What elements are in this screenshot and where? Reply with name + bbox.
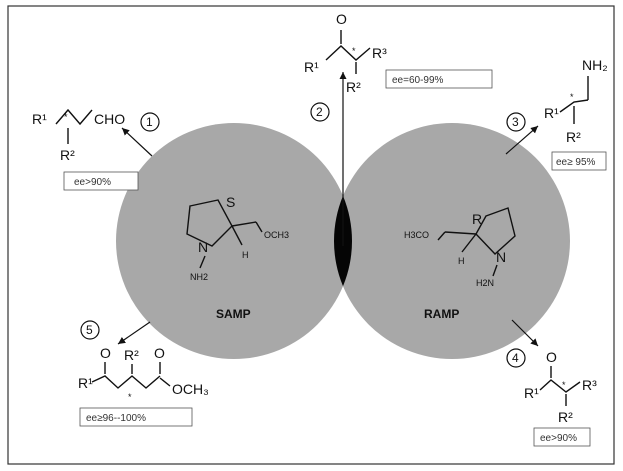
- ramp-h: H: [458, 256, 465, 266]
- step-3: 3 NH₂ R¹ R² * ee≥ 95%: [505, 57, 608, 171]
- svg-text:O: O: [336, 11, 347, 27]
- samp-label: SAMP: [216, 307, 251, 321]
- svg-text:R²: R²: [60, 147, 75, 163]
- svg-text:R³: R³: [582, 377, 597, 393]
- ramp-n-atom: N: [496, 249, 506, 265]
- svg-text:O: O: [154, 345, 165, 361]
- svg-text:R¹: R¹: [544, 105, 559, 121]
- ramp-h3co: H3CO: [404, 230, 429, 240]
- svg-text:R¹: R¹: [32, 111, 47, 127]
- svg-text:*: *: [128, 392, 132, 402]
- step-1-ee: ee>90%: [74, 177, 111, 188]
- ramp-label: RAMP: [424, 307, 459, 321]
- step-1-number: 1: [146, 115, 153, 129]
- svg-text:R²: R²: [558, 409, 573, 425]
- samp-sphere: [116, 123, 352, 359]
- svg-text:R²: R²: [346, 79, 361, 95]
- step-2: 2 O R¹ R³ R² * ee=60-99%: [304, 11, 493, 246]
- samp-nh2: NH2: [190, 272, 208, 282]
- ramp-stereo-label: R: [472, 211, 482, 227]
- svg-text:R¹: R¹: [78, 375, 93, 391]
- svg-text:R²: R²: [566, 129, 581, 145]
- ramp-h2n: H2N: [476, 278, 494, 288]
- step-5-number: 5: [86, 323, 93, 337]
- step-4-ee: ee>90%: [540, 433, 577, 444]
- svg-text:*: *: [64, 112, 68, 122]
- step-2-number: 2: [316, 105, 323, 119]
- step-3-number: 3: [512, 115, 519, 129]
- svg-text:R¹: R¹: [304, 59, 319, 75]
- svg-text:*: *: [352, 46, 356, 56]
- svg-text:*: *: [570, 92, 574, 102]
- step-3-ee: ee≥ 95%: [556, 157, 596, 168]
- samp-h: H: [242, 250, 249, 260]
- svg-text:R³: R³: [372, 45, 387, 61]
- svg-text:O: O: [100, 345, 111, 361]
- svg-text:NH₂: NH₂: [582, 57, 608, 73]
- svg-text:R¹: R¹: [524, 385, 539, 401]
- samp-stereo-label: S: [226, 194, 235, 210]
- svg-text:O: O: [546, 349, 557, 365]
- diagram-border: [7, 5, 615, 465]
- step-2-ee: ee=60-99%: [392, 75, 444, 86]
- ramp-sphere: [334, 123, 570, 359]
- svg-text:R²: R²: [124, 347, 139, 363]
- step-1: 1 R¹ CHO R² * ee>90%: [32, 108, 160, 191]
- ramp-structure: N H2N R H3CO H RAMP: [404, 207, 516, 321]
- step-4: 4 O R¹ R³ R² * ee>90%: [506, 319, 597, 447]
- samp-n-atom: N: [198, 239, 208, 255]
- samp-och3: OCH3: [264, 230, 289, 240]
- step-5-ee: ee≥96--100%: [86, 413, 146, 424]
- svg-text:OCH₃: OCH₃: [172, 381, 209, 397]
- step-5: 5 O R¹ R² * O OCH₃ ee≥96--100%: [78, 320, 209, 427]
- svg-text:*: *: [562, 380, 566, 390]
- svg-text:CHO: CHO: [94, 111, 125, 127]
- step-4-number: 4: [512, 351, 519, 365]
- samp-structure: N NH2 S OCH3 H SAMP: [186, 194, 289, 321]
